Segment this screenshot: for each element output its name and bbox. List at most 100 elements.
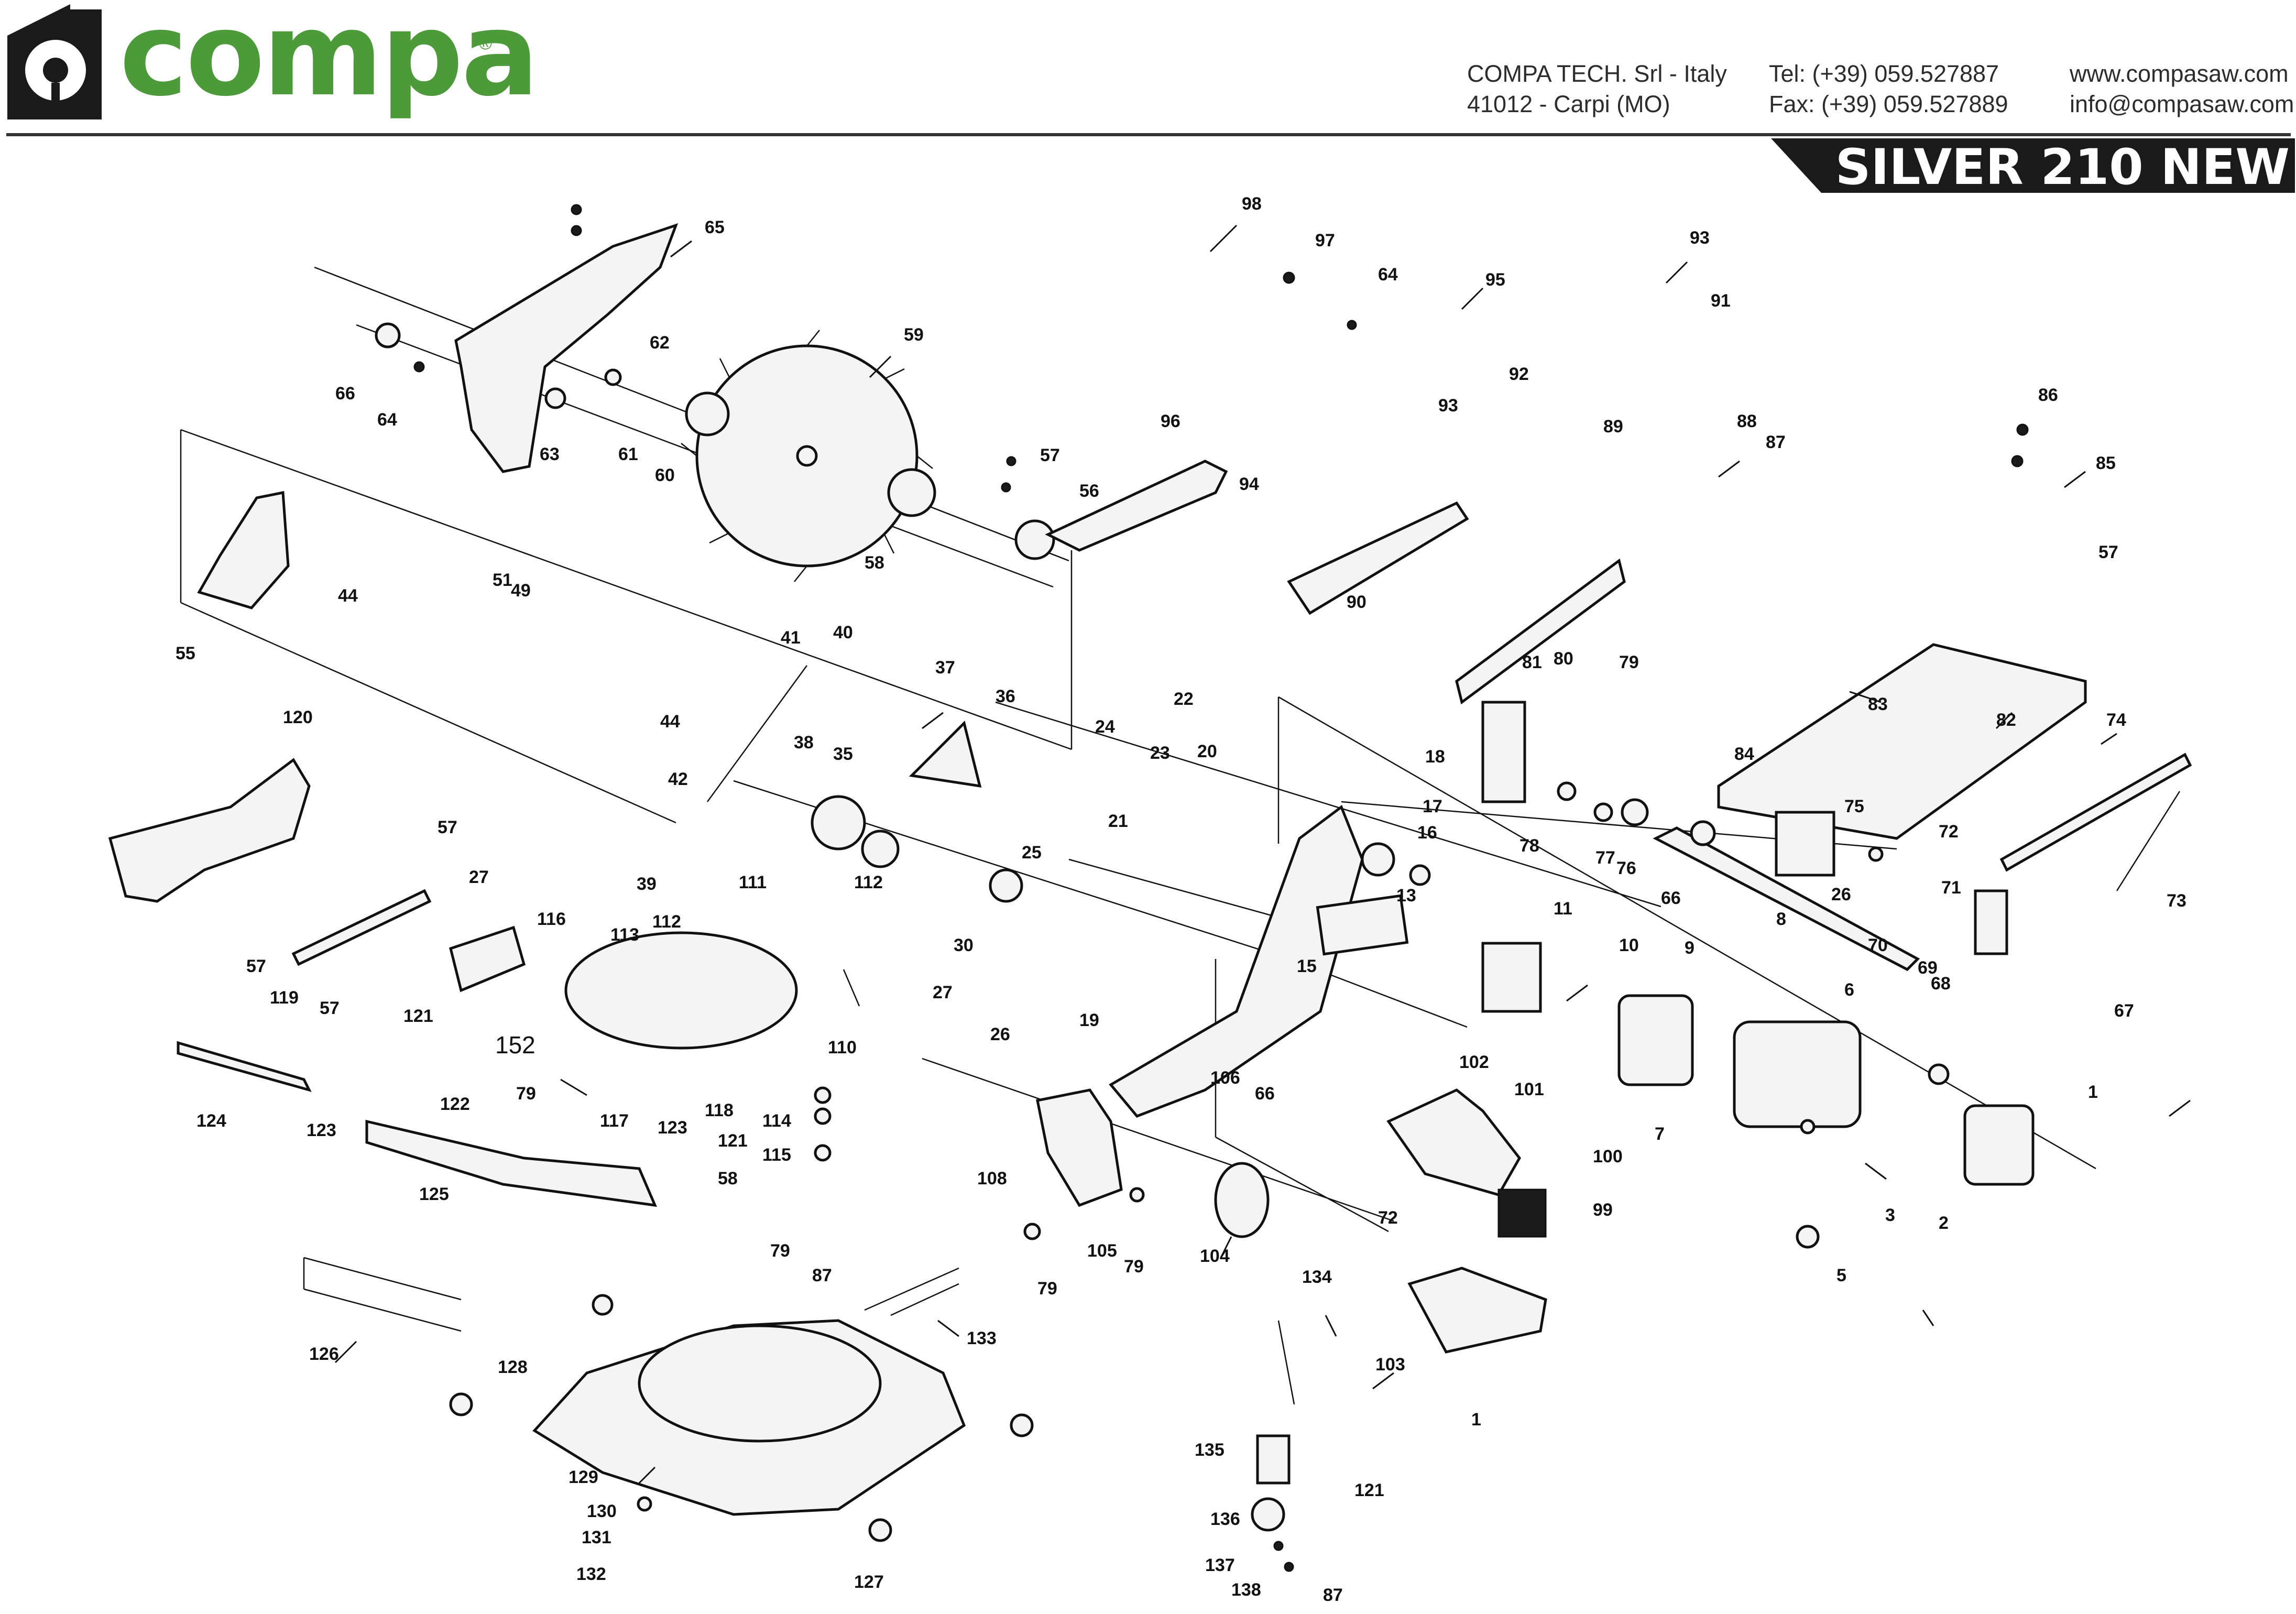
callout-65: 65 (705, 217, 725, 237)
callout-24: 24 (1095, 717, 1115, 737)
callout-21: 21 (1108, 811, 1128, 831)
callout-87b: 87 (1323, 1585, 1343, 1605)
callout-120: 120 (283, 707, 313, 727)
callout-71: 71 (1941, 878, 1961, 898)
callout-152: 152 (495, 1031, 535, 1059)
callout-37: 37 (935, 658, 955, 678)
callout-63: 63 (540, 444, 560, 464)
plate-11 (1481, 942, 1542, 1013)
motor-housing-6 (1733, 1020, 1862, 1128)
callout-127: 127 (854, 1572, 884, 1592)
callout-99: 99 (1593, 1200, 1613, 1220)
callout-133: 133 (967, 1328, 997, 1348)
callout-72: 72 (1939, 822, 1959, 842)
callout-86: 86 (2038, 385, 2058, 405)
company-name: COMPA TECH. Srl - Italy (1467, 60, 1727, 87)
callout-92: 92 (1509, 364, 1529, 384)
callout-88: 88 (1737, 411, 1757, 431)
callout-114: 114 (762, 1111, 791, 1131)
callout-84: 84 (1734, 744, 1754, 764)
callout-70: 70 (1868, 935, 1888, 955)
callout-58: 58 (865, 553, 884, 573)
page-header: compa ® COMPA TECH. Srl - Italy 41012 - … (0, 0, 2296, 194)
callout-91: 91 (1711, 291, 1731, 311)
rail-119 (291, 889, 432, 966)
website-link[interactable]: www.compasaw.com (2070, 60, 2289, 87)
callout-66: 66 (335, 384, 355, 404)
armature-13 (1316, 894, 1409, 956)
fence-bar-92 (1455, 558, 1626, 705)
callout-59: 59 (904, 325, 924, 345)
callout-79e: 79 (770, 1241, 790, 1261)
email-link[interactable]: info@compasaw.com (2070, 91, 2294, 117)
callout-68: 68 (1931, 974, 1951, 994)
inner-flange (887, 468, 936, 517)
outer-flange (685, 391, 730, 437)
callout-130: 130 (587, 1501, 617, 1521)
block-75 (1775, 811, 1835, 877)
callout-122: 122 (440, 1094, 470, 1114)
upper-table-85 (1717, 643, 2087, 840)
callout-131: 131 (582, 1528, 611, 1547)
callout-106: 106 (1210, 1068, 1240, 1088)
callout-123b: 123 (658, 1118, 687, 1138)
callout-1b: 1 (1471, 1410, 1481, 1430)
callout-27b: 27 (469, 867, 489, 887)
callout-64: 64 (377, 410, 397, 430)
callout-18: 18 (1425, 747, 1445, 767)
callout-83: 83 (1868, 694, 1888, 714)
callout-81: 81 (1522, 652, 1542, 672)
registered-mark: ® (479, 34, 493, 53)
rail-124 (177, 1041, 312, 1092)
callout-56: 56 (1079, 481, 1099, 501)
callout-44b: 44 (660, 712, 680, 732)
model-banner (1771, 138, 2295, 193)
hardware-pieces (375, 204, 2029, 1572)
side-fence-82 (1999, 753, 2192, 872)
callout-87c: 87 (812, 1266, 832, 1285)
callout-80: 80 (1554, 649, 1573, 669)
callout-121b: 121 (403, 1006, 433, 1026)
callout-113: 113 (610, 925, 639, 945)
company-address-block: COMPA TECH. Srl - Italy 41012 - Carpi (M… (1467, 59, 1727, 119)
callout-105: 105 (1087, 1241, 1117, 1261)
callout-79: 79 (1619, 652, 1639, 672)
callout-22: 22 (1174, 689, 1194, 709)
callout-49: 49 (511, 581, 531, 601)
callout-57b: 57 (2098, 542, 2118, 562)
rod-133 (864, 1267, 959, 1316)
callout-121c: 121 (718, 1131, 748, 1151)
callout-94: 94 (1239, 474, 1259, 494)
callout-57e: 57 (320, 998, 340, 1018)
callout-118: 118 (705, 1100, 734, 1120)
callout-79d: 79 (516, 1084, 536, 1104)
callout-57c: 57 (438, 817, 457, 837)
callout-69: 69 (1918, 958, 1938, 978)
callout-128: 128 (498, 1357, 528, 1377)
callout-55: 55 (176, 644, 195, 663)
pin-110 (843, 969, 860, 1007)
callout-75: 75 (1844, 797, 1864, 816)
callout-1: 1 (2088, 1082, 2098, 1102)
callout-19: 19 (1079, 1010, 1099, 1030)
tube-134 (1277, 1320, 1295, 1405)
brand-name: compa (119, 0, 539, 122)
callout-96: 96 (1161, 411, 1180, 431)
callout-117: 117 (600, 1111, 629, 1131)
rod-40 (706, 665, 808, 802)
header-divider (6, 133, 2291, 136)
callout-104: 104 (1200, 1246, 1230, 1266)
top-handle (1045, 460, 1228, 552)
callout-64b: 64 (1378, 265, 1398, 285)
rod-73 (2116, 791, 2181, 891)
callout-123: 123 (307, 1120, 336, 1140)
callout-2: 2 (1939, 1213, 1949, 1233)
callout-38: 38 (794, 733, 814, 753)
callout-7: 7 (1655, 1124, 1665, 1144)
exploded-parts-diagram: 65 66 64 62 63 61 60 59 57 56 58 55 44 5… (108, 194, 2192, 1605)
callout-66c: 66 (1255, 1084, 1275, 1104)
compa-logo-icon (7, 4, 102, 119)
callout-112: 112 (652, 912, 681, 932)
callout-85: 85 (2096, 453, 2116, 473)
callout-129: 129 (568, 1467, 598, 1487)
